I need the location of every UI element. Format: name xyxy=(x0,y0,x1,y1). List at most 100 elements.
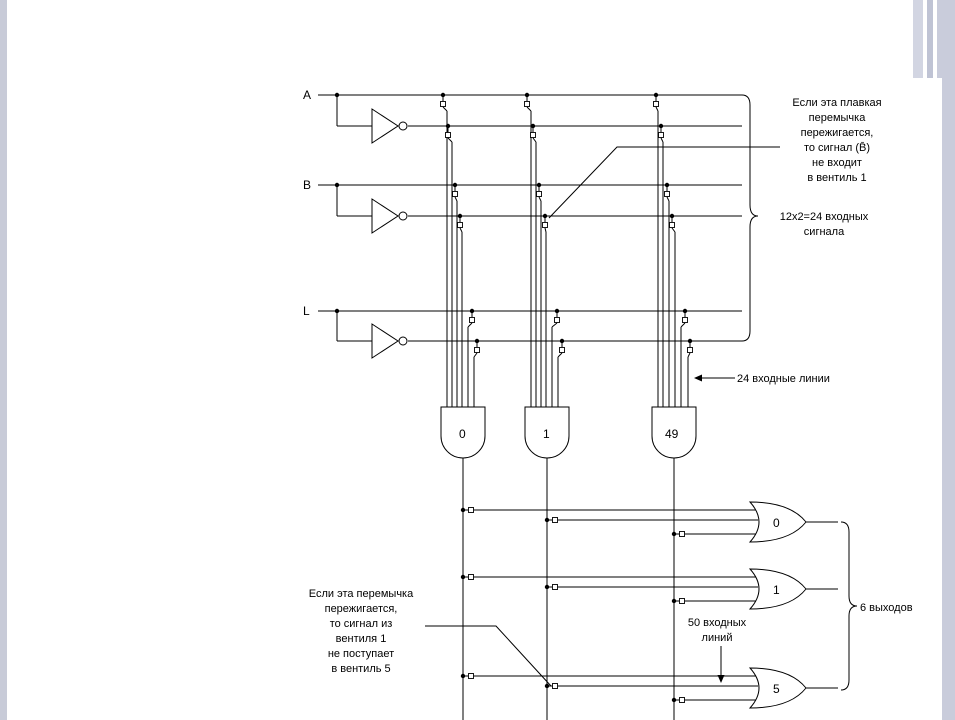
inverter-b xyxy=(371,198,408,234)
fuse xyxy=(468,507,474,513)
junction-dot xyxy=(524,92,530,98)
inverter-l xyxy=(371,323,408,359)
or-gate-5-label: 5 xyxy=(773,682,780,696)
junction-dot xyxy=(334,92,340,98)
junction-dot xyxy=(682,308,688,314)
and-gate-0: 0 xyxy=(440,406,486,459)
input-lines-arrow xyxy=(694,374,735,382)
fuse xyxy=(679,531,685,537)
fuse xyxy=(653,101,659,107)
junction-dot xyxy=(544,683,550,689)
wiring xyxy=(318,94,838,720)
fuse xyxy=(524,101,530,107)
wire xyxy=(467,322,473,328)
fuse xyxy=(452,191,458,197)
inverter-a xyxy=(371,108,408,144)
and-gate-0-label: 0 xyxy=(459,427,466,441)
junction-dot xyxy=(469,308,475,314)
fuse xyxy=(669,222,675,228)
junction-dot xyxy=(536,182,542,188)
wire xyxy=(532,137,537,143)
outputs-brace xyxy=(840,521,858,691)
wire xyxy=(454,196,458,202)
top-annotation-line-5: не входит xyxy=(812,157,862,169)
outputs-label: 6 выходов xyxy=(860,602,913,614)
or-gate-1: 1 xyxy=(748,568,807,610)
fuse xyxy=(679,598,685,604)
junction-dots xyxy=(334,92,693,703)
fuse xyxy=(536,191,542,197)
junction-dot xyxy=(544,517,550,523)
fuse xyxy=(468,574,474,580)
or-inputs-line-2: линий xyxy=(702,632,733,644)
junction-dot xyxy=(653,92,659,98)
fuse xyxy=(530,132,536,138)
signal-label-l: L xyxy=(303,304,310,318)
bottom-annotation-leader xyxy=(425,625,552,687)
or-inputs-arrow xyxy=(717,646,725,683)
inputs-brace xyxy=(741,94,759,342)
junction-dot xyxy=(687,338,693,344)
fuse xyxy=(552,517,558,523)
or-inputs-line-1: 50 входных xyxy=(688,617,747,629)
top-annotation-line-2: перемычка xyxy=(809,112,867,124)
bottom-annotation-line-3: то сигнал из xyxy=(330,618,393,630)
top-annotation-line-6: в вентиль 1 xyxy=(807,172,866,184)
junction-dot xyxy=(457,213,463,219)
junction-dot xyxy=(671,531,677,537)
junction-dot xyxy=(542,213,548,219)
and-gate-1-label: 1 xyxy=(543,427,550,441)
wire xyxy=(671,227,676,233)
wire xyxy=(544,227,547,233)
fuse xyxy=(445,132,451,138)
wire xyxy=(557,352,563,358)
input-lines-label: 24 входные линии xyxy=(737,373,830,385)
junction-dot xyxy=(530,123,536,129)
top-annotation-leader xyxy=(548,146,780,219)
slide-frame-left xyxy=(0,0,7,720)
fuse xyxy=(542,222,548,228)
junction-dot xyxy=(658,123,664,129)
wire xyxy=(666,196,670,202)
input-signals-label: 12x2=24 входных сигнала xyxy=(780,211,869,238)
bottom-fuse-annotation: Если эта перемычка пережигается, то сигн… xyxy=(309,588,414,675)
junction-dot xyxy=(664,182,670,188)
bottom-annotation-line-2: пережигается, xyxy=(325,603,398,615)
fuse xyxy=(559,347,565,353)
junction-dot xyxy=(460,574,466,580)
junction-dot xyxy=(440,92,446,98)
and-gate-1: 1 xyxy=(524,406,570,459)
wire xyxy=(473,352,478,358)
and-gate-49-label: 49 xyxy=(665,427,679,441)
junction-dot xyxy=(554,308,560,314)
wire xyxy=(442,106,448,112)
fuse xyxy=(679,697,685,703)
junction-dot xyxy=(334,182,340,188)
junction-dot xyxy=(445,123,451,129)
input-signals-line-1: 12x2=24 входных xyxy=(780,211,869,223)
bottom-annotation-line-1: Если эта перемычка xyxy=(309,588,414,600)
wire xyxy=(655,106,659,112)
input-signals-line-2: сигнала xyxy=(804,226,845,238)
fuse xyxy=(554,317,560,323)
fuses xyxy=(440,101,693,703)
top-annotation-line-1: Если эта плавкая xyxy=(792,97,881,109)
junction-dot xyxy=(460,507,466,513)
fuse xyxy=(664,191,670,197)
top-annotation-line-4: то сигнал (B̄) xyxy=(804,141,870,154)
junction-dot xyxy=(474,338,480,344)
fuse xyxy=(658,132,664,138)
or-gate-1-label: 1 xyxy=(773,583,780,597)
junction-dot xyxy=(559,338,565,344)
fuse xyxy=(552,584,558,590)
bottom-annotation-line-6: в вентиль 5 xyxy=(331,663,390,675)
or-gate-5: 5 xyxy=(748,667,807,709)
wire xyxy=(680,322,686,328)
or-gate-0-label: 0 xyxy=(773,516,780,530)
junction-dot xyxy=(671,598,677,604)
fuse xyxy=(457,222,463,228)
junction-dot xyxy=(669,213,675,219)
junction-dot xyxy=(671,697,677,703)
fuse xyxy=(468,673,474,679)
